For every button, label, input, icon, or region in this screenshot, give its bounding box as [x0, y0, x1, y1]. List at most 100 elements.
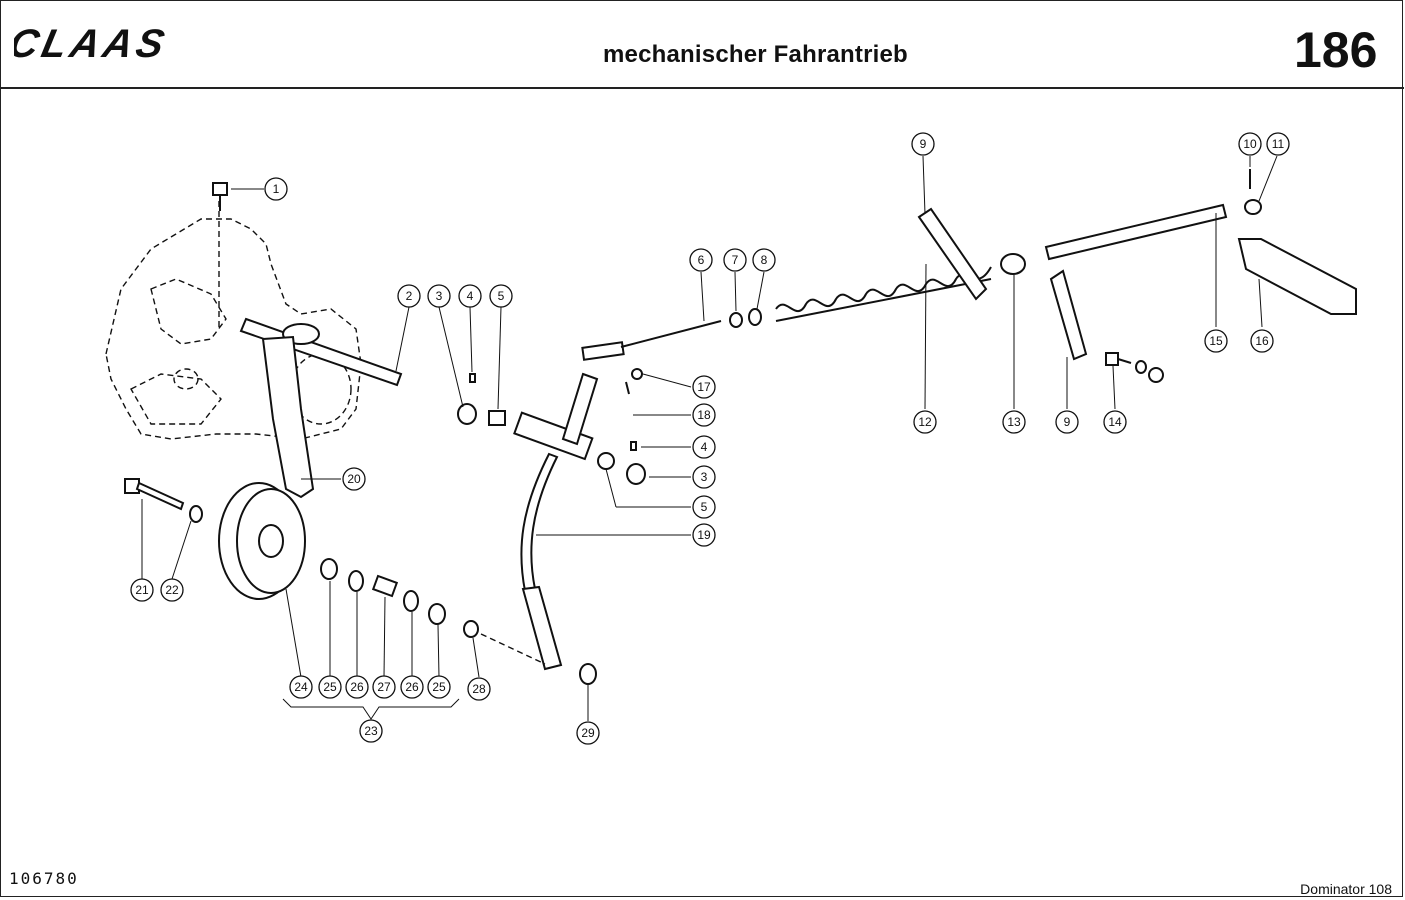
svg-text:15: 15 [1209, 334, 1223, 348]
washer-8 [748, 308, 762, 326]
callout-26b: 26 [400, 675, 424, 699]
svg-text:6: 6 [698, 253, 705, 267]
callout-9-top: 9 [911, 132, 935, 156]
callout-10: 10 [1238, 132, 1262, 156]
cap-11 [1244, 199, 1262, 215]
svg-text:3: 3 [436, 289, 443, 303]
leader-lines [141, 155, 1278, 721]
callout-17: 17 [692, 375, 716, 399]
collar-13 [1000, 253, 1026, 275]
callout-1: 1 [264, 177, 288, 201]
drawing-number: 106780 [9, 869, 79, 888]
svg-text:18: 18 [697, 408, 711, 422]
bushing-5b [597, 452, 615, 470]
svg-text:23: 23 [364, 724, 378, 738]
pin-15 [1044, 203, 1228, 261]
callout-19: 19 [692, 523, 716, 547]
svg-text:5: 5 [498, 289, 505, 303]
svg-text:29: 29 [581, 726, 595, 740]
clevis-rod [581, 320, 722, 361]
page-title: mechanischer Fahrantrieb [603, 41, 908, 68]
callout-25a: 25 [318, 675, 342, 699]
nut-29 [579, 663, 597, 685]
bushing-5a [488, 410, 506, 426]
callout-23: 23 [359, 719, 383, 743]
svg-text:26: 26 [350, 680, 364, 694]
svg-text:27: 27 [377, 680, 391, 694]
callout-26a: 26 [345, 675, 369, 699]
v-belt [261, 335, 315, 499]
svg-text:4: 4 [701, 440, 708, 454]
svg-text:25: 25 [432, 680, 446, 694]
callout-5b: 5 [692, 495, 716, 519]
frame-channel-16 [1237, 238, 1357, 315]
setscrew-4a [469, 373, 476, 383]
callout-16: 16 [1250, 329, 1274, 353]
svg-text:26: 26 [405, 680, 419, 694]
callout-3: 3 [427, 284, 451, 308]
cotter-18 [625, 381, 630, 395]
svg-text:9: 9 [1064, 415, 1071, 429]
callout-28: 28 [467, 677, 491, 701]
svg-text:9: 9 [920, 137, 927, 151]
svg-text:19: 19 [697, 528, 711, 542]
pin-17 [631, 368, 643, 380]
exploded-parts-diagram: 1 2 3 4 5 6 7 8 9 10 11 12 13 9 14 15 16… [105, 132, 1357, 745]
callout-24: 24 [289, 675, 313, 699]
svg-text:13: 13 [1007, 415, 1021, 429]
callout-6: 6 [689, 248, 713, 272]
callout-5: 5 [489, 284, 513, 308]
washer-22 [189, 505, 203, 523]
svg-text:24: 24 [294, 680, 308, 694]
svg-text:22: 22 [165, 583, 179, 597]
svg-text:7: 7 [732, 253, 739, 267]
svg-text:CLAAS: CLAAS [14, 23, 172, 63]
svg-text:11: 11 [1272, 137, 1285, 151]
svg-text:25: 25 [323, 680, 337, 694]
callout-9-bottom: 9 [1055, 410, 1079, 434]
callout-12: 12 [913, 410, 937, 434]
bracket-9-upper [917, 207, 988, 301]
callout-8: 8 [752, 248, 776, 272]
callouts: 1 2 3 4 5 6 7 8 9 10 11 12 13 9 14 15 16… [130, 132, 1290, 745]
svg-text:21: 21 [135, 583, 149, 597]
svg-text:10: 10 [1243, 137, 1257, 151]
callout-22: 22 [160, 578, 184, 602]
bushing-3b [626, 463, 646, 485]
bearing-25a [320, 558, 338, 580]
bearing-25b [428, 603, 446, 625]
svg-text:8: 8 [761, 253, 768, 267]
svg-text:2: 2 [406, 289, 413, 303]
washer-28 [463, 620, 479, 638]
model-name: Dominator 108 [1300, 881, 1392, 897]
bracket-9-lower [1049, 269, 1088, 361]
callout-29: 29 [576, 721, 600, 745]
gearbox-housing [105, 201, 362, 440]
svg-text:20: 20 [347, 472, 361, 486]
svg-text:16: 16 [1255, 334, 1269, 348]
ring-26a [348, 570, 364, 592]
callout-7: 7 [723, 248, 747, 272]
callout-4: 4 [458, 284, 482, 308]
callout-15: 15 [1204, 329, 1228, 353]
callout-20: 20 [342, 467, 366, 491]
callout-14: 14 [1103, 410, 1127, 434]
svg-text:5: 5 [701, 500, 708, 514]
claas-logo: CLAAS [5, 20, 234, 65]
header-divider [1, 87, 1404, 89]
ring-26b [403, 590, 419, 612]
callout-13: 13 [1002, 410, 1026, 434]
callout-27: 27 [372, 675, 396, 699]
spacer-27 [371, 574, 399, 598]
bolt-21 [124, 478, 185, 511]
pedal-lever [480, 372, 599, 671]
compression-spring [775, 266, 992, 322]
bolt-14 [1105, 352, 1164, 383]
callout-11: 11 [1266, 132, 1290, 156]
nut-7 [729, 312, 743, 328]
svg-text:17: 17 [697, 380, 711, 394]
tension-pulley [218, 482, 306, 600]
callout-25b: 25 [427, 675, 451, 699]
svg-text:1: 1 [273, 182, 280, 196]
